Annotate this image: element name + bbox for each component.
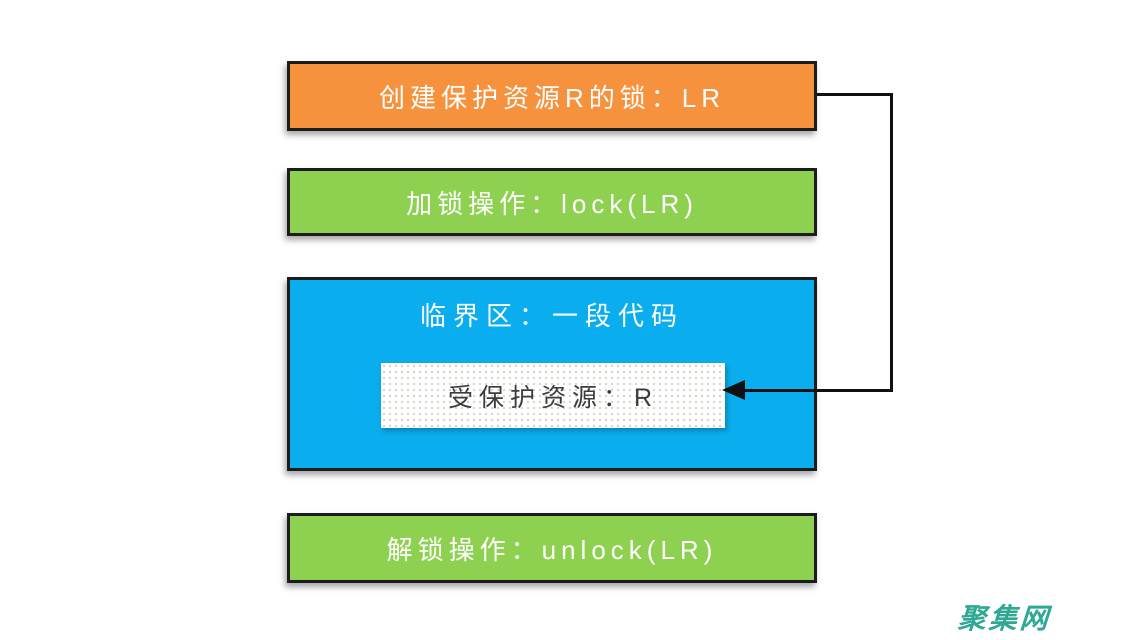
box-create-lock: 创建保护资源R的锁：LR <box>287 61 817 131</box>
box-unlock-operation: 解锁操作：unlock(LR) <box>287 513 817 583</box>
box-critical-section: 临界区：一段代码 受保护资源：R <box>287 277 817 471</box>
box-critical-section-label: 临界区：一段代码 <box>419 301 684 331</box>
connector-segment-vertical <box>890 93 893 392</box>
box-lock-operation: 加锁操作：lock(LR) <box>287 168 817 236</box>
box-protected-resource: 受保护资源：R <box>381 363 725 428</box>
box-unlock-operation-label: 解锁操作：unlock(LR) <box>386 534 718 565</box>
box-lock-operation-label: 加锁操作：lock(LR) <box>406 188 698 219</box>
arrowhead-left-icon <box>722 380 745 400</box>
connector-segment-bottom <box>744 389 893 392</box>
box-protected-resource-label: 受保护资源：R <box>447 383 659 412</box>
watermark-logo: 聚集网 <box>956 603 1052 634</box>
box-create-lock-label: 创建保护资源R的锁：LR <box>378 82 725 113</box>
connector-segment-top <box>817 93 893 96</box>
